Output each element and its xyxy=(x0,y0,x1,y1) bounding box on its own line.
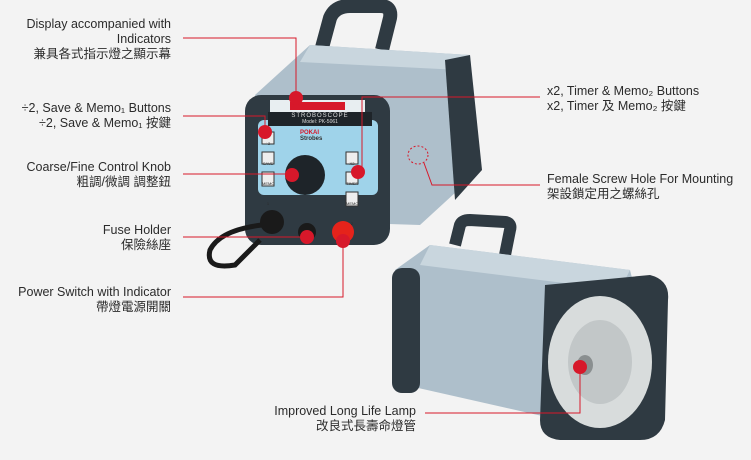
callout-left-buttons: ÷2, Save & Memo₁ Buttons ÷2, Save & Memo… xyxy=(22,101,171,131)
panel-title-text: STROBOSCOPE xyxy=(291,113,349,119)
x2-button[interactable]: X2 xyxy=(349,161,355,166)
callout-lamp-en: Improved Long Life Lamp xyxy=(274,404,416,418)
callout-power-en: Power Switch with Indicator xyxy=(18,285,171,299)
callout-screw-hole: Female Screw Hole For Mounting 架設鎖定用之螺絲孔 xyxy=(547,172,733,202)
callout-left-buttons-zh: ÷2, Save & Memo₁ 按鍵 xyxy=(39,116,171,130)
callout-fuse: Fuse Holder 保險絲座 xyxy=(103,223,171,253)
brand-sub: Strobes xyxy=(300,136,323,142)
div2-button[interactable]: ÷2 xyxy=(265,141,271,146)
panel-title: STROBOSCOPE Model: PK-5061 xyxy=(270,113,370,125)
timer-button[interactable]: TIMER xyxy=(346,181,359,186)
callout-fuse-en: Fuse Holder xyxy=(102,223,171,237)
callout-left-buttons-en: ÷2, Save & Memo₁ Buttons xyxy=(21,101,171,115)
carry-handle-front xyxy=(449,213,517,257)
callout-lamp: Improved Long Life Lamp 改良式長壽命燈管 xyxy=(274,404,416,434)
callout-display-zh: 兼具各式指示燈之顯示幕 xyxy=(33,47,171,61)
callout-lines xyxy=(183,37,581,414)
display-label xyxy=(268,112,372,126)
callout-knob-en: Coarse/Fine Control Knob xyxy=(26,160,171,174)
callout-dots xyxy=(258,91,587,374)
callout-knob: Coarse/Fine Control Knob 粗調/微調 調整鈕 xyxy=(26,160,171,190)
callout-display-en2: Indicators xyxy=(116,32,171,46)
callout-power: Power Switch with Indicator 帶燈電源開關 xyxy=(18,285,171,315)
brand-name: POKAI xyxy=(300,130,320,136)
callout-right-buttons-en: x2, Timer & Memo₂ Buttons xyxy=(547,84,700,98)
callout-display: Display accompanied with Indicators 兼具各式… xyxy=(26,17,171,62)
control-knob[interactable] xyxy=(285,155,325,195)
save-button[interactable]: SAVE xyxy=(262,161,274,166)
carry-handle xyxy=(313,0,398,57)
panel-model: Model: PK-5061 xyxy=(302,119,338,125)
power-cable xyxy=(206,222,263,269)
brand-logo: POKAI Strobes xyxy=(300,130,322,142)
callout-knob-zh: 粗調/微調 調整鈕 xyxy=(76,175,171,189)
display-indicator xyxy=(290,102,345,110)
memo1-button[interactable]: MEMO 1 xyxy=(262,181,275,206)
callout-display-en: Display accompanied with xyxy=(26,17,171,31)
callout-lamp-zh: 改良式長壽命燈管 xyxy=(315,419,416,433)
power-socket xyxy=(260,210,284,234)
left-buttons: ÷2 SAVE MEMO 1 xyxy=(262,134,274,214)
callout-right-buttons: x2, Timer & Memo₂ Buttons x2, Timer 及 Me… xyxy=(547,84,699,114)
stroboscope-front-view xyxy=(392,213,669,440)
callout-screw-hole-en: Female Screw Hole For Mounting xyxy=(547,172,734,186)
callout-right-buttons-zh: x2, Timer 及 Memo₂ 按鍵 xyxy=(547,99,686,113)
stroboscope-back-view xyxy=(206,0,482,269)
callout-power-zh: 帶燈電源開關 xyxy=(95,300,171,314)
callout-screw-hole-zh: 架設鎖定用之螺絲孔 xyxy=(547,187,660,201)
callout-fuse-zh: 保險絲座 xyxy=(120,238,171,252)
right-buttons: X2 TIMER MEMO 2 xyxy=(346,154,358,234)
screw-hole-marker xyxy=(407,145,429,165)
memo2-button[interactable]: MEMO 2 xyxy=(346,201,359,226)
